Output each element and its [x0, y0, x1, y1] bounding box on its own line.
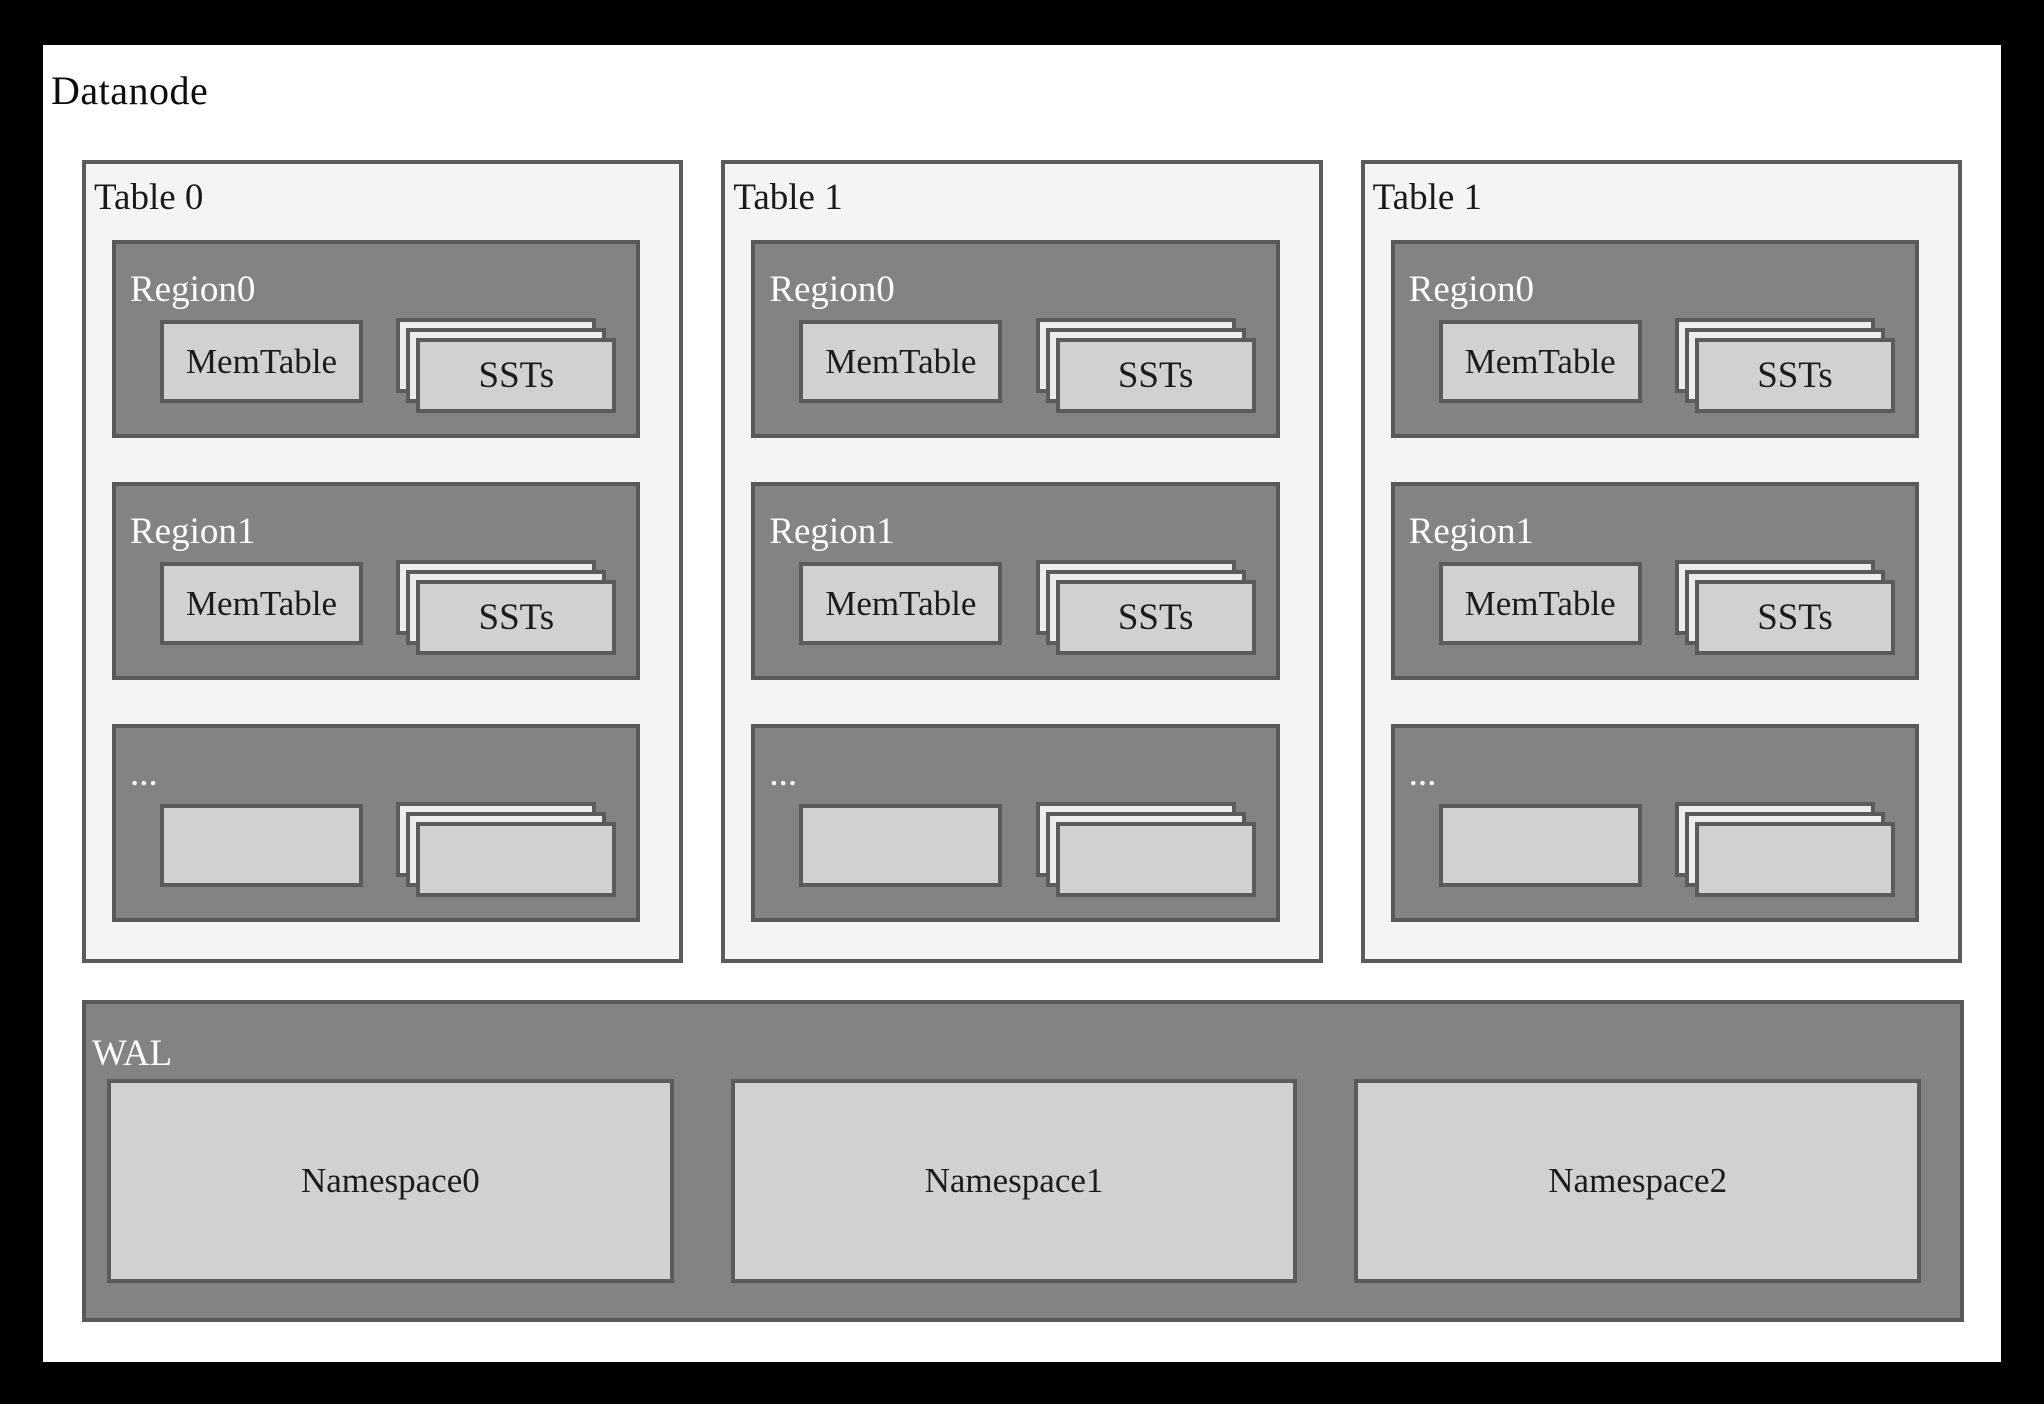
ssts-stack: SSTs — [396, 560, 617, 655]
ssts-stack: SSTs — [1035, 560, 1256, 655]
table-box-1: Table 1 Region0 MemTable SSTs Region1 — [721, 160, 1323, 963]
ssts-stack: SSTs — [396, 318, 617, 413]
region-box: Region0 MemTable SSTs — [751, 240, 1280, 438]
sst-card-front: SSTs — [416, 580, 617, 655]
table-label: Table 0 — [94, 177, 204, 218]
memtable-box: MemTable — [1438, 562, 1642, 645]
table-box-0: Table 0 Region0 MemTable SSTs Region1 — [82, 160, 684, 963]
region-label: ... — [769, 753, 798, 794]
region-box: Region1 MemTable SSTs — [112, 482, 641, 680]
page-title: Datanode — [51, 68, 209, 113]
sst-card-front: SSTs — [1694, 580, 1895, 655]
wal-namespaces-row: Namespace0 Namespace1 Namespace2 — [107, 1079, 1922, 1283]
namespace-box: Namespace2 — [1354, 1079, 1922, 1283]
region-label: Region1 — [1408, 511, 1535, 552]
region-box: Region0 MemTable SSTs — [112, 240, 641, 438]
region-content: MemTable SSTs — [1438, 318, 1895, 413]
region-box: Region1 MemTable SSTs — [751, 482, 1280, 680]
region-content: MemTable SSTs — [1438, 560, 1895, 655]
table-box-2: Table 1 Region0 MemTable SSTs Region1 — [1360, 160, 1962, 963]
ssts-stack: SSTs — [1035, 318, 1256, 413]
region-label: Region0 — [1408, 269, 1535, 310]
table-label: Table 1 — [733, 177, 843, 218]
sst-card-front — [1694, 822, 1895, 897]
region-content: MemTable SSTs — [160, 560, 617, 655]
memtable-box: MemTable — [799, 320, 1003, 403]
sst-card-front — [1055, 822, 1256, 897]
memtable-box-empty — [799, 804, 1003, 887]
memtable-box: MemTable — [799, 562, 1003, 645]
datanode-canvas: Datanode Table 0 Region0 MemTable SSTs — [43, 45, 2001, 1362]
sst-card-front — [416, 822, 617, 897]
region-label: ... — [1408, 753, 1437, 794]
region-label: Region0 — [130, 269, 256, 310]
ssts-stack: SSTs — [1674, 560, 1895, 655]
memtable-box: MemTable — [160, 562, 363, 645]
region-label: ... — [130, 753, 158, 794]
region-label: Region1 — [769, 511, 895, 552]
memtable-box: MemTable — [160, 320, 363, 403]
memtable-box-empty — [1438, 804, 1642, 887]
memtable-box-empty — [160, 804, 363, 887]
region-box: Region0 MemTable SSTs — [1390, 240, 1919, 438]
region-box-ellipsis: ... — [1390, 724, 1919, 922]
sst-card-front: SSTs — [1055, 338, 1256, 413]
region-box: Region1 MemTable SSTs — [1390, 482, 1919, 680]
sst-card-front: SSTs — [416, 338, 617, 413]
region-content: MemTable SSTs — [799, 560, 1256, 655]
region-content: MemTable SSTs — [799, 318, 1256, 413]
sst-card-front: SSTs — [1694, 338, 1895, 413]
region-label: Region1 — [130, 511, 256, 552]
region-content — [799, 802, 1256, 897]
wal-box: WAL Namespace0 Namespace1 Namespace2 — [82, 1000, 1964, 1322]
region-label: Region0 — [769, 269, 895, 310]
region-content — [160, 802, 617, 897]
region-content: MemTable SSTs — [160, 318, 617, 413]
namespace-box: Namespace0 — [107, 1079, 674, 1283]
ssts-stack-empty — [1035, 802, 1256, 897]
sst-card-front: SSTs — [1055, 580, 1256, 655]
namespace-box: Namespace1 — [730, 1079, 1298, 1283]
ssts-stack-empty — [1674, 802, 1895, 897]
region-box-ellipsis: ... — [751, 724, 1280, 922]
wal-label: WAL — [92, 1033, 173, 1074]
region-box-ellipsis: ... — [112, 724, 641, 922]
tables-row: Table 0 Region0 MemTable SSTs Region1 — [82, 160, 1962, 963]
table-label: Table 1 — [1372, 177, 1483, 218]
region-content — [1438, 802, 1895, 897]
memtable-box: MemTable — [1438, 320, 1642, 403]
ssts-stack-empty — [396, 802, 617, 897]
ssts-stack: SSTs — [1674, 318, 1895, 413]
